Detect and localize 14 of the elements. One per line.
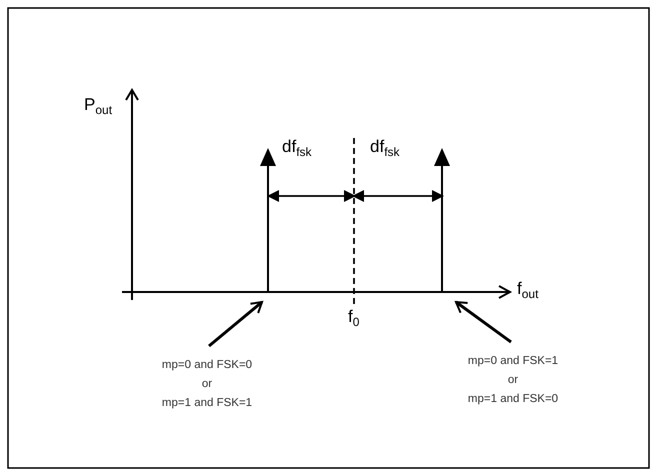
condition-note: mp=0 and FSK=0 <box>162 358 252 373</box>
frequency-label: f$_{0}$ <box>348 308 360 328</box>
condition-note: mp=1 and FSK=1 <box>162 396 252 411</box>
axis-label: P$_{out}$ <box>84 96 112 116</box>
condition-note: or <box>202 377 212 392</box>
dimension-label: df$_{fsk}$ <box>370 138 400 158</box>
condition-note: mp=0 and FSK=1 <box>468 354 558 369</box>
leader-arrow <box>455 300 512 344</box>
leader-arrow <box>208 300 263 348</box>
condition-note: mp=1 and FSK=0 <box>468 392 558 407</box>
condition-note: or <box>508 373 518 388</box>
axis-label: f$_{out}$ <box>517 280 538 300</box>
dimension-label: df$_{fsk}$ <box>282 138 312 158</box>
x-axis <box>122 284 513 300</box>
